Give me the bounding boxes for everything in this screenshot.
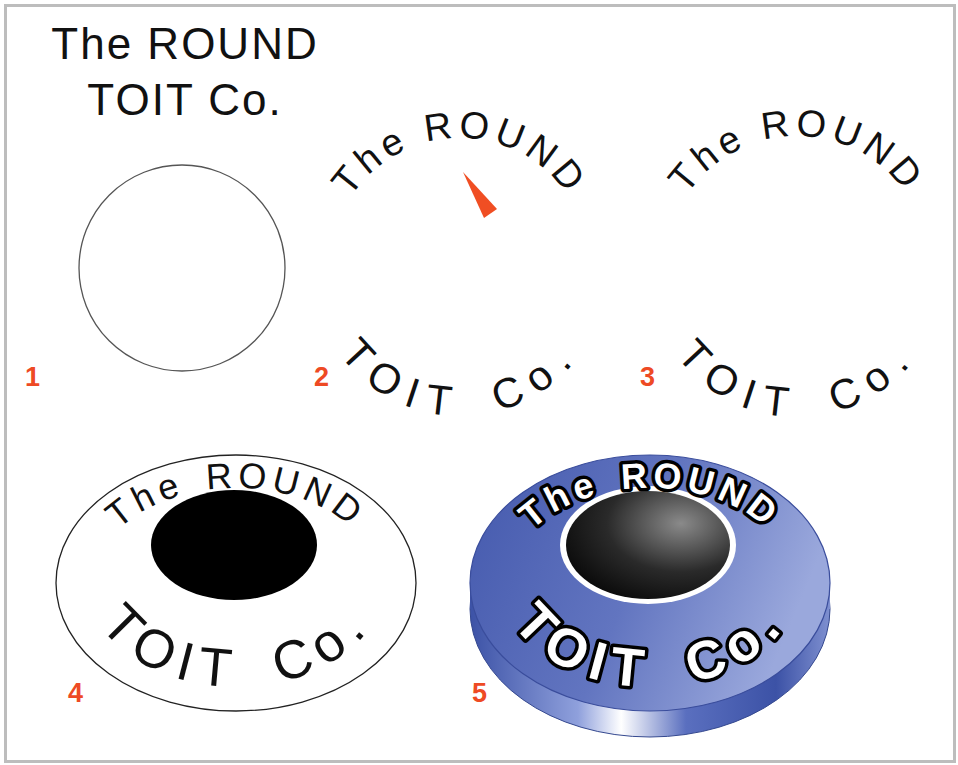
logo-text: The ROUND TOIT Co.	[20, 16, 350, 128]
logo-disc: The ROUND TOIT Co.	[55, 446, 427, 720]
curved-text: The ROUND	[511, 455, 789, 537]
pointer-marker	[463, 172, 497, 218]
curved-text: The ROUND	[98, 454, 374, 535]
disc-shape: The ROUND TOIT Co.	[55, 446, 427, 720]
disc-outline	[56, 455, 416, 711]
curved-text: TOIT Co.	[332, 329, 588, 426]
blank-circle	[79, 165, 285, 371]
hole	[566, 491, 730, 599]
curved-text: TOIT Co.	[504, 591, 797, 699]
callout-number: 4	[68, 678, 83, 709]
curved-text: The ROUND	[660, 101, 934, 200]
curved-text: TOIT Co.	[669, 330, 925, 427]
curved-text: TOIT Co.	[91, 592, 381, 699]
curved-text: The ROUND	[323, 103, 596, 202]
logo-disc: The ROUND TOIT Co.	[462, 446, 844, 748]
callout-number: 2	[314, 362, 329, 393]
curved-text: The ROUND	[323, 103, 596, 202]
disc-top	[470, 455, 830, 711]
callout-number: 5	[472, 678, 487, 709]
curved-text: TOIT Co.	[504, 591, 797, 699]
curved-text: The ROUND	[511, 455, 789, 537]
hole	[151, 490, 317, 600]
curved-text: TOIT Co.	[91, 592, 381, 699]
curved-text: The ROUND	[98, 454, 374, 535]
callout-number: 3	[640, 362, 655, 393]
callout-number: 1	[25, 362, 40, 393]
curved-text: TOIT Co.	[332, 329, 588, 426]
disc-shape: The ROUND TOIT Co.	[462, 446, 844, 748]
curved-text: The ROUND	[660, 101, 934, 200]
curved-text: TOIT Co.	[669, 330, 925, 427]
